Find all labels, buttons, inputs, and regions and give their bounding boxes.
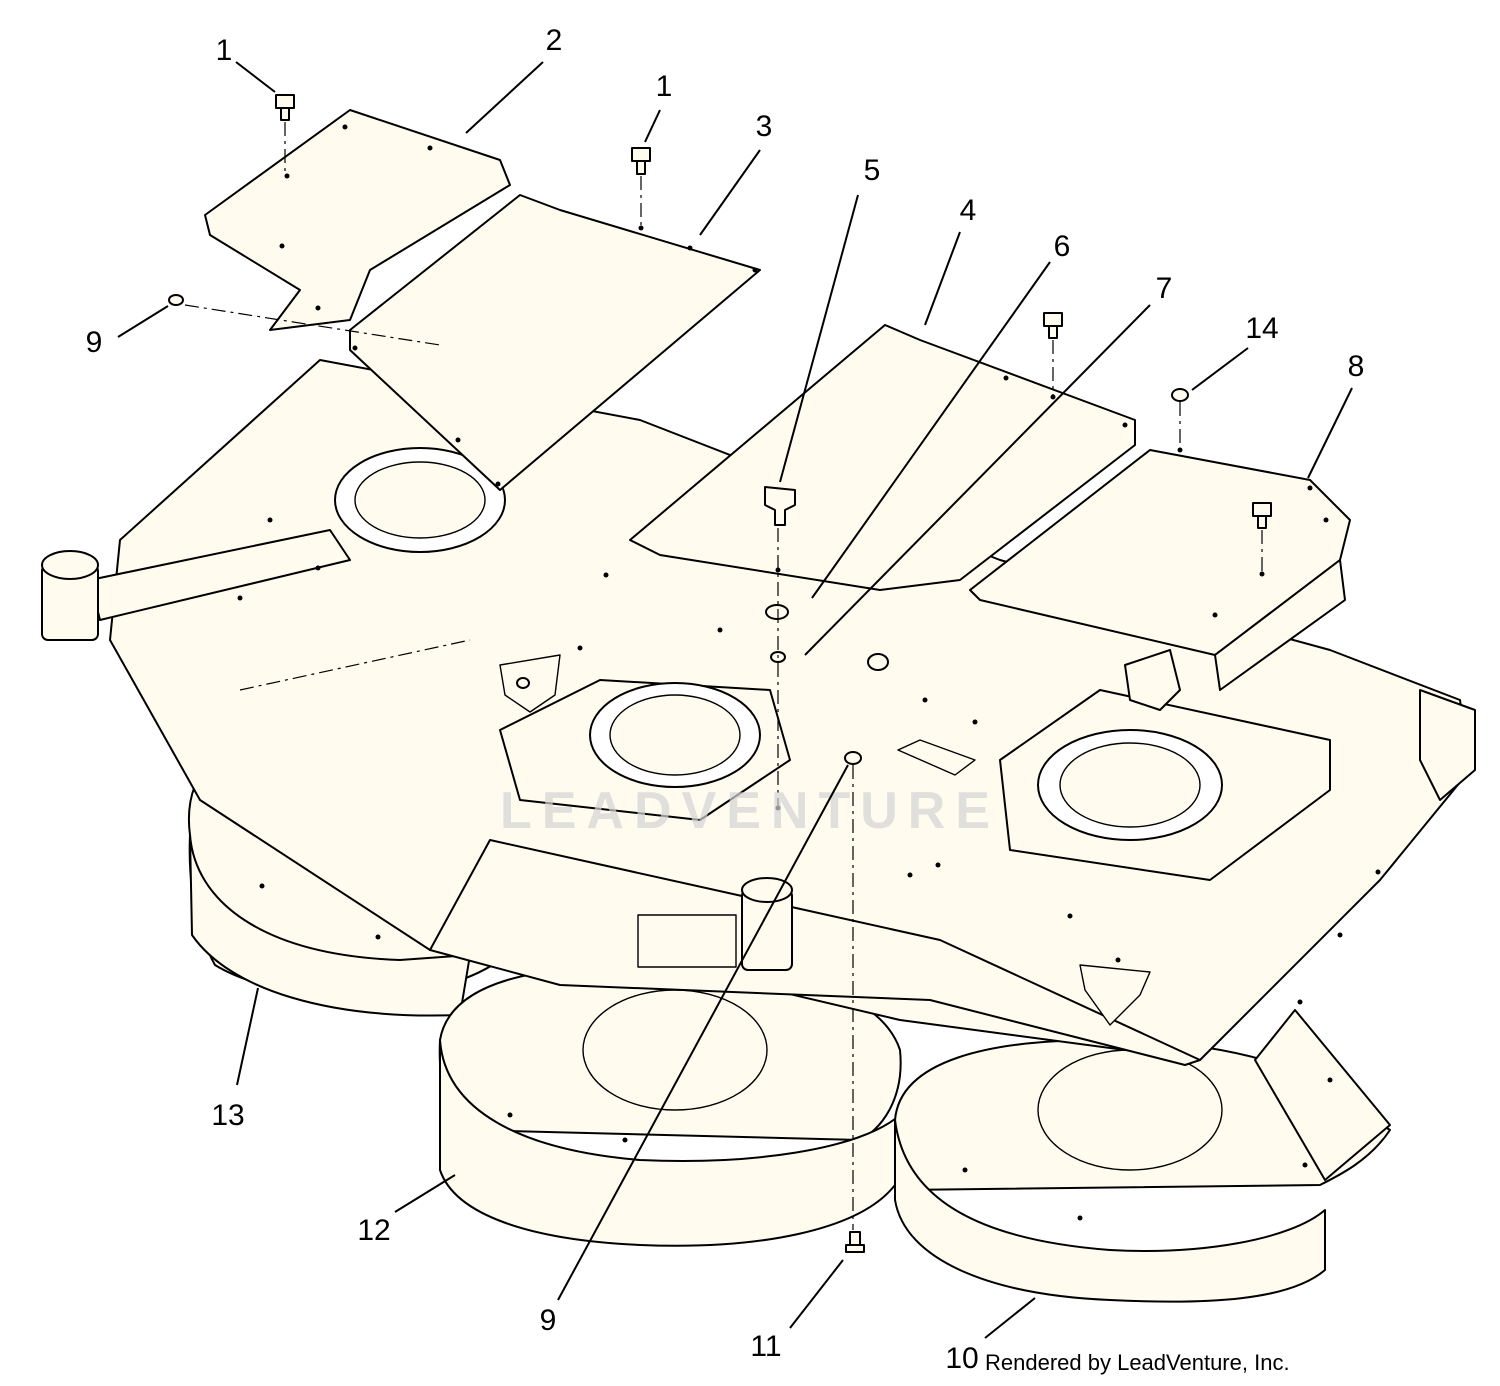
callout-6: 6 xyxy=(1054,230,1071,263)
washer-6 xyxy=(765,604,789,620)
knob-5 xyxy=(764,486,796,526)
leader-lines xyxy=(117,61,1353,1339)
right-chamber-skirt xyxy=(894,1119,1326,1303)
fastener-left xyxy=(516,677,530,689)
left-chamber-skirt xyxy=(189,834,471,1017)
nut-14 xyxy=(1171,388,1189,402)
right-belt-cover-side xyxy=(1214,559,1346,691)
right-end-plate xyxy=(1419,689,1476,801)
deck-top xyxy=(41,359,1476,1066)
bolt-4 xyxy=(1043,312,1063,339)
callout-9b: 9 xyxy=(540,1304,557,1337)
center-spindle-ring xyxy=(609,694,741,776)
cover-mount-bracket xyxy=(1124,649,1181,711)
callout-4: 4 xyxy=(960,194,977,227)
right-spindle-ring xyxy=(1059,742,1201,828)
bolt-1b xyxy=(631,147,651,175)
callout-7: 7 xyxy=(1156,272,1173,305)
deck-housing xyxy=(187,714,1391,1303)
right-deck-cover xyxy=(629,324,1136,591)
callouts: 1 2 1 3 5 4 6 7 14 8 9 13 12 9 11 10 xyxy=(86,24,1365,1375)
callout-5: 5 xyxy=(864,154,881,187)
warning-decal-right xyxy=(1079,964,1151,1026)
bolt-1a xyxy=(275,94,295,121)
callout-9a: 9 xyxy=(86,326,103,359)
hole-dots xyxy=(237,124,1381,1221)
discharge-chute xyxy=(1254,1009,1391,1181)
callout-1a: 1 xyxy=(216,34,233,67)
callout-1b: 1 xyxy=(656,70,673,103)
bolt-8 xyxy=(1252,502,1272,529)
warning-decal-left xyxy=(499,654,561,713)
callout-11: 11 xyxy=(750,1330,781,1363)
cover-plates xyxy=(204,109,1351,711)
right-belt-cover xyxy=(969,449,1351,656)
left-belt-cover xyxy=(204,109,511,331)
callout-8: 8 xyxy=(1348,350,1365,383)
nut-9b xyxy=(844,751,862,765)
deck-front-rim xyxy=(429,839,1201,1066)
slot-opening xyxy=(897,739,976,776)
callout-14: 14 xyxy=(1245,312,1278,345)
callout-12: 12 xyxy=(357,1214,390,1247)
left-deck-cover xyxy=(349,194,761,491)
hardware xyxy=(168,94,1272,1253)
left-spindle-ring xyxy=(354,461,486,539)
right-spindle-opening xyxy=(1037,1049,1223,1171)
centerlines xyxy=(184,122,1263,1230)
control-decal xyxy=(637,914,737,968)
callout-10: 10 xyxy=(945,1342,978,1375)
callout-13: 13 xyxy=(211,1099,244,1132)
watermark: LEADVENTURE xyxy=(500,782,1000,840)
render-credit: Rendered by LeadVenture, Inc. xyxy=(985,1350,1290,1375)
deck-stud xyxy=(867,653,889,671)
center-spindle-opening xyxy=(582,989,768,1111)
pivot-post-top xyxy=(41,550,99,580)
callout-2: 2 xyxy=(546,24,563,57)
callout-3: 3 xyxy=(756,110,773,143)
nut-9a xyxy=(168,294,184,306)
bolt-11 xyxy=(845,1231,865,1253)
front-center-post-top xyxy=(741,877,793,903)
